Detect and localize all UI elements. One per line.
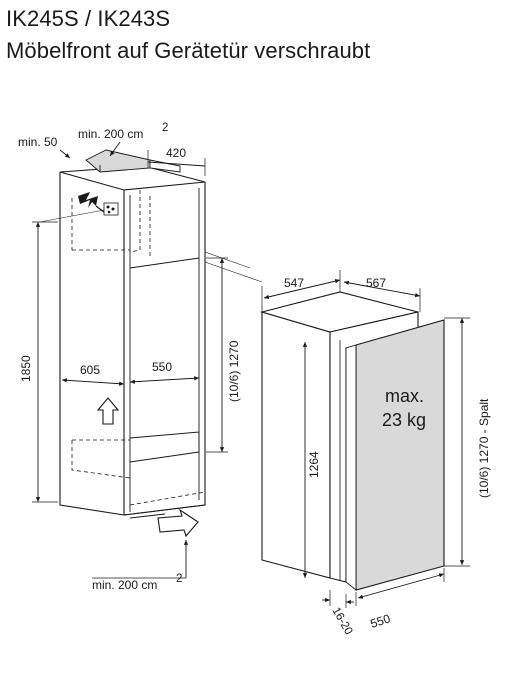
appliance-body: [259, 291, 419, 583]
label-door-offset: 16-20: [329, 606, 354, 637]
label-top-vent-gap: min. 50: [18, 135, 58, 149]
label-max-load-line2: 23 kg: [382, 410, 426, 430]
left-dimensions: [32, 141, 228, 579]
label-inner-width: 550: [152, 360, 172, 374]
label-bottom-vent-area: min. 200 cm: [92, 578, 157, 592]
label-niche-depth-top: 420: [166, 146, 186, 160]
furniture-door-panel: [345, 319, 445, 591]
niche-cabinet: [59, 165, 206, 519]
page-title: IK245S / IK243S: [6, 6, 171, 31]
airflow-up-arrow-icon: [96, 397, 120, 425]
label-compartment-height: (10/6) 1270: [227, 340, 241, 402]
label-door-depth: 567: [366, 276, 386, 290]
label-appliance-width: 550: [369, 611, 393, 631]
label-bottom-vent-area-sup: 2: [176, 573, 182, 585]
label-appliance-depth: 547: [284, 276, 304, 290]
label-max-load-line1: max.: [385, 386, 424, 406]
label-niche-width: 605: [80, 363, 100, 377]
right-dimensions: [204, 251, 470, 608]
label-door-gap-height: (10/6) 1270 - Spalt: [477, 398, 491, 498]
label-top-vent-area-sup: 2: [162, 122, 168, 134]
label-niche-height: 1850: [19, 355, 33, 382]
label-appliance-height: 1264: [307, 451, 321, 478]
electric-symbol-icon: [78, 192, 119, 216]
label-top-vent-area: min. 200 cm: [78, 127, 143, 141]
page-subtitle: Möbelfront auf Gerätetür verschraubt: [6, 38, 371, 63]
airflow-inlet-arrow-icon: [157, 508, 199, 538]
